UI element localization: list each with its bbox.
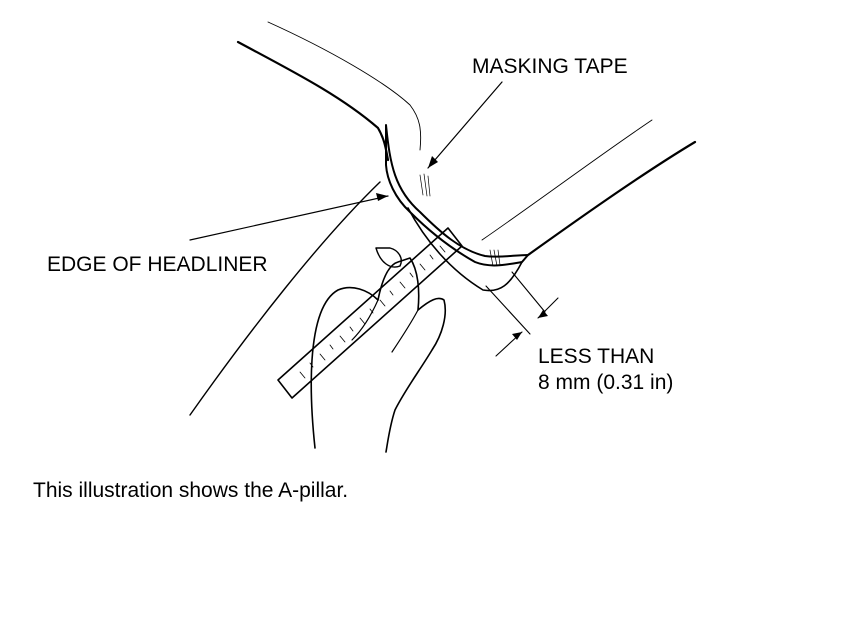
ruler-ticks bbox=[299, 245, 446, 379]
windshield-edge-line bbox=[526, 140, 697, 257]
headliner-edge-curve bbox=[407, 207, 523, 292]
finger-line bbox=[351, 299, 379, 341]
masking-tape-label: MASKING TAPE bbox=[472, 55, 628, 78]
roof-edge-line bbox=[236, 40, 390, 162]
ruler bbox=[277, 227, 463, 399]
hand-outline bbox=[310, 257, 447, 453]
headliner-arrowhead bbox=[376, 193, 388, 201]
masking-tape-strip bbox=[385, 124, 529, 267]
dimension-arrowhead bbox=[538, 310, 548, 318]
dimension-value-label: 8 mm (0.31 in) bbox=[538, 371, 674, 394]
dimension-arrowhead bbox=[512, 332, 522, 340]
masking-tape-leader bbox=[427, 81, 503, 169]
tape-hatching bbox=[419, 173, 501, 267]
pillar-left-edge bbox=[189, 181, 381, 416]
edge-of-headliner-label: EDGE OF HEADLINER bbox=[47, 253, 268, 276]
thumb-outline bbox=[375, 247, 402, 268]
masking-tape-arrowhead bbox=[428, 156, 438, 168]
less-than-label: LESS THAN bbox=[538, 345, 655, 368]
windshield-contour-line bbox=[481, 119, 653, 241]
figure-caption: This illustration shows the A-pillar. bbox=[33, 479, 349, 502]
headliner-leader bbox=[189, 195, 389, 241]
roof-contour-line bbox=[267, 21, 422, 151]
finger-line bbox=[391, 309, 419, 353]
dimension-extension-line bbox=[511, 271, 546, 313]
dimension-extension-line bbox=[485, 285, 531, 335]
